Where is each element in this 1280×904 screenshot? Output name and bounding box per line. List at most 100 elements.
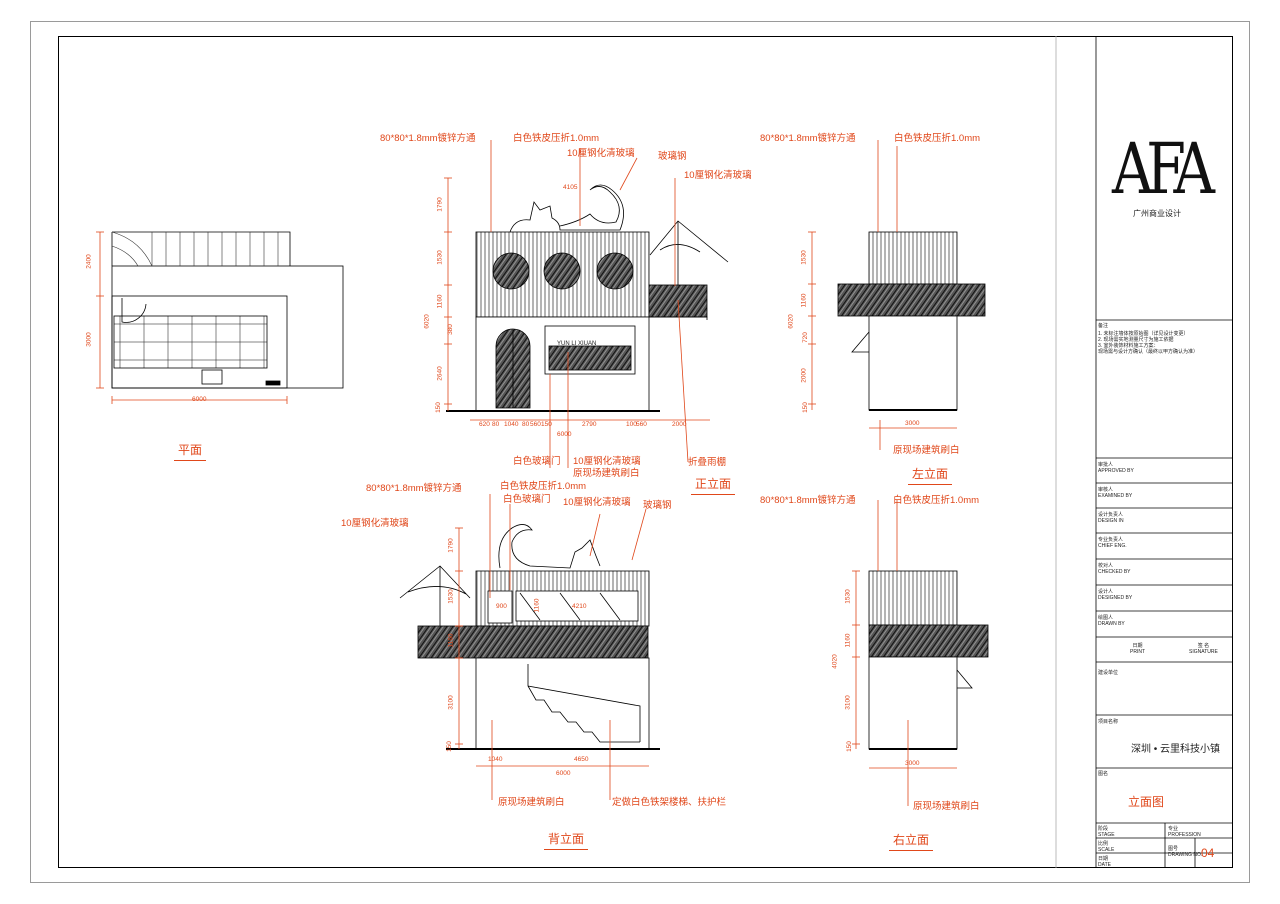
title-block-lines <box>1055 36 1233 868</box>
right-ann-sheet: 白色铁皮压折1.0mm <box>893 495 980 506</box>
left-ann-sheet: 白色铁皮压折1.0mm <box>894 133 981 144</box>
front-dim-v1: 1790 <box>436 197 444 212</box>
back-ann-stairs: 定做白色铁架楼梯、扶护栏 <box>612 797 727 808</box>
left-dim-v5: 2000 <box>800 368 808 383</box>
front-dim-h10: 2000 <box>672 421 687 428</box>
back-dim-total: 6000 <box>556 770 571 777</box>
plan-caption: 平面 <box>173 443 207 461</box>
back-dim-v4: 3100 <box>447 695 455 710</box>
back-dim-inner1: 900 <box>496 603 507 610</box>
plan-drawing <box>96 231 344 404</box>
front-ann-glass10-right: 10厘钢化清玻璃 <box>684 170 752 181</box>
right-dim-v2: 1160 <box>844 633 852 648</box>
front-ann-wall: 原现场建筑刷白 <box>573 468 640 479</box>
back-dim-inner3: 4210 <box>572 603 587 610</box>
front-ann-glass10-bottom: 10厘钢化清玻璃 <box>573 456 641 467</box>
project-name-label: 项目名称 <box>1098 719 1119 725</box>
right-ann-wall: 原现场建筑刷白 <box>913 801 980 812</box>
construction-unit-label: 建设单位 <box>1098 670 1119 676</box>
back-ann-sheet: 白色铁皮压折1.0mm <box>500 481 587 492</box>
plan-dim-left-bottom: 3000 <box>85 332 93 347</box>
left-dim-v3: 6020 <box>787 314 795 329</box>
back-dim-v2: 1530 <box>447 589 455 604</box>
right-ann-tube: 80*80*1.8mm镀锌方通 <box>760 495 856 506</box>
right-dim-v4: 3100 <box>844 695 852 710</box>
back-ann-tube: 80*80*1.8mm镀锌方通 <box>366 483 462 494</box>
back-ann-glass10-left: 10厘钢化清玻璃 <box>341 518 409 529</box>
left-ann-wall: 原现场建筑刷白 <box>893 445 960 456</box>
left-ann-tube: 80*80*1.8mm镀锌方通 <box>760 133 856 144</box>
back-elevation-drawing <box>399 494 660 800</box>
front-dim-h4: 80 <box>522 421 530 428</box>
front-dim-h3: 1040 <box>504 421 519 428</box>
left-dim-bottom: 3000 <box>905 420 920 427</box>
notes-list: 1. 未标注墙体按原始图（详见设计变更） 2. 现场需实地测量尺寸为施工依据 3… <box>1098 331 1198 355</box>
front-dim-h1: 620 <box>479 421 490 428</box>
plan-dim-left-top: 2400 <box>85 254 93 269</box>
back-dim-inner2: 1160 <box>533 598 541 613</box>
sheet-number: 04 <box>1201 846 1215 860</box>
right-dim-v5: 150 <box>845 741 853 752</box>
right-caption: 右立面 <box>888 833 934 851</box>
left-dim-v4: 720 <box>801 332 809 343</box>
drawing-name: 立面图 <box>1128 795 1165 809</box>
front-ann-canopy: 折叠雨棚 <box>688 457 727 468</box>
notes-title: 备注 <box>1098 323 1109 329</box>
front-dim-top: 4105 <box>563 184 578 191</box>
plan-dim-bottom: 6000 <box>192 396 207 403</box>
project-name: 深圳 • 云里科技小镇 <box>1131 744 1221 755</box>
left-dim-v1: 1530 <box>800 250 808 265</box>
left-dim-v2: 1160 <box>800 293 808 308</box>
back-dim-v1: 1790 <box>447 538 455 553</box>
drawing-name-label: 图名 <box>1098 771 1109 777</box>
front-elevation-drawing <box>444 140 729 468</box>
front-dim-h7: 2790 <box>582 421 597 428</box>
front-sign-text: YUN LI XIUAN <box>557 341 597 347</box>
back-dim-run: 4650 <box>574 756 589 763</box>
back-ann-glass-steel: 玻璃钢 <box>643 500 672 511</box>
back-ann-glass10-top: 10厘钢化清玻璃 <box>563 497 631 508</box>
front-dim-total: 6000 <box>557 431 572 438</box>
front-ann-sheet: 白色铁皮压折1.0mm <box>513 133 600 144</box>
back-dim-v3: 1160 <box>447 633 455 648</box>
right-dim-bottom: 3000 <box>905 760 920 767</box>
back-dim-stair: 1040 <box>488 756 503 763</box>
front-dim-v6: 2640 <box>436 366 444 381</box>
front-dim-h6: 150 <box>541 421 552 428</box>
front-ann-tube: 80*80*1.8mm镀锌方通 <box>380 133 476 144</box>
front-dim-v3: 1160 <box>436 294 444 309</box>
drawing-sheet-border <box>30 21 1250 883</box>
front-dim-h8: 100 <box>626 421 637 428</box>
back-caption: 背立面 <box>543 832 589 850</box>
note-line: 1. 未标注墙体按原始图（详见设计变更） <box>1098 331 1189 337</box>
front-dim-h2: 80 <box>492 421 500 428</box>
front-ann-glass-steel: 玻璃钢 <box>658 151 687 162</box>
front-dim-v2: 1530 <box>436 250 444 265</box>
front-dim-v4: 6020 <box>423 314 431 329</box>
front-ann-glass10-top: 10厘钢化清玻璃 <box>567 148 635 159</box>
front-dim-h5: 560 <box>530 421 541 428</box>
note-line: 2. 现场需实地测量尺寸为施工依据 <box>1098 337 1174 343</box>
note-line: 现场需与设计方确认（最终以甲方确认为准） <box>1098 349 1199 355</box>
front-dim-v7: 150 <box>434 402 442 413</box>
left-caption: 左立面 <box>907 467 953 485</box>
right-elevation-drawing <box>852 500 989 806</box>
company-name: 广州商业设计 <box>1133 209 1181 218</box>
note-line: 3. 室外装饰材料施工方案： <box>1098 343 1159 349</box>
back-ann-wall: 原现场建筑刷白 <box>498 797 565 808</box>
right-dim-v1: 1530 <box>844 589 852 604</box>
